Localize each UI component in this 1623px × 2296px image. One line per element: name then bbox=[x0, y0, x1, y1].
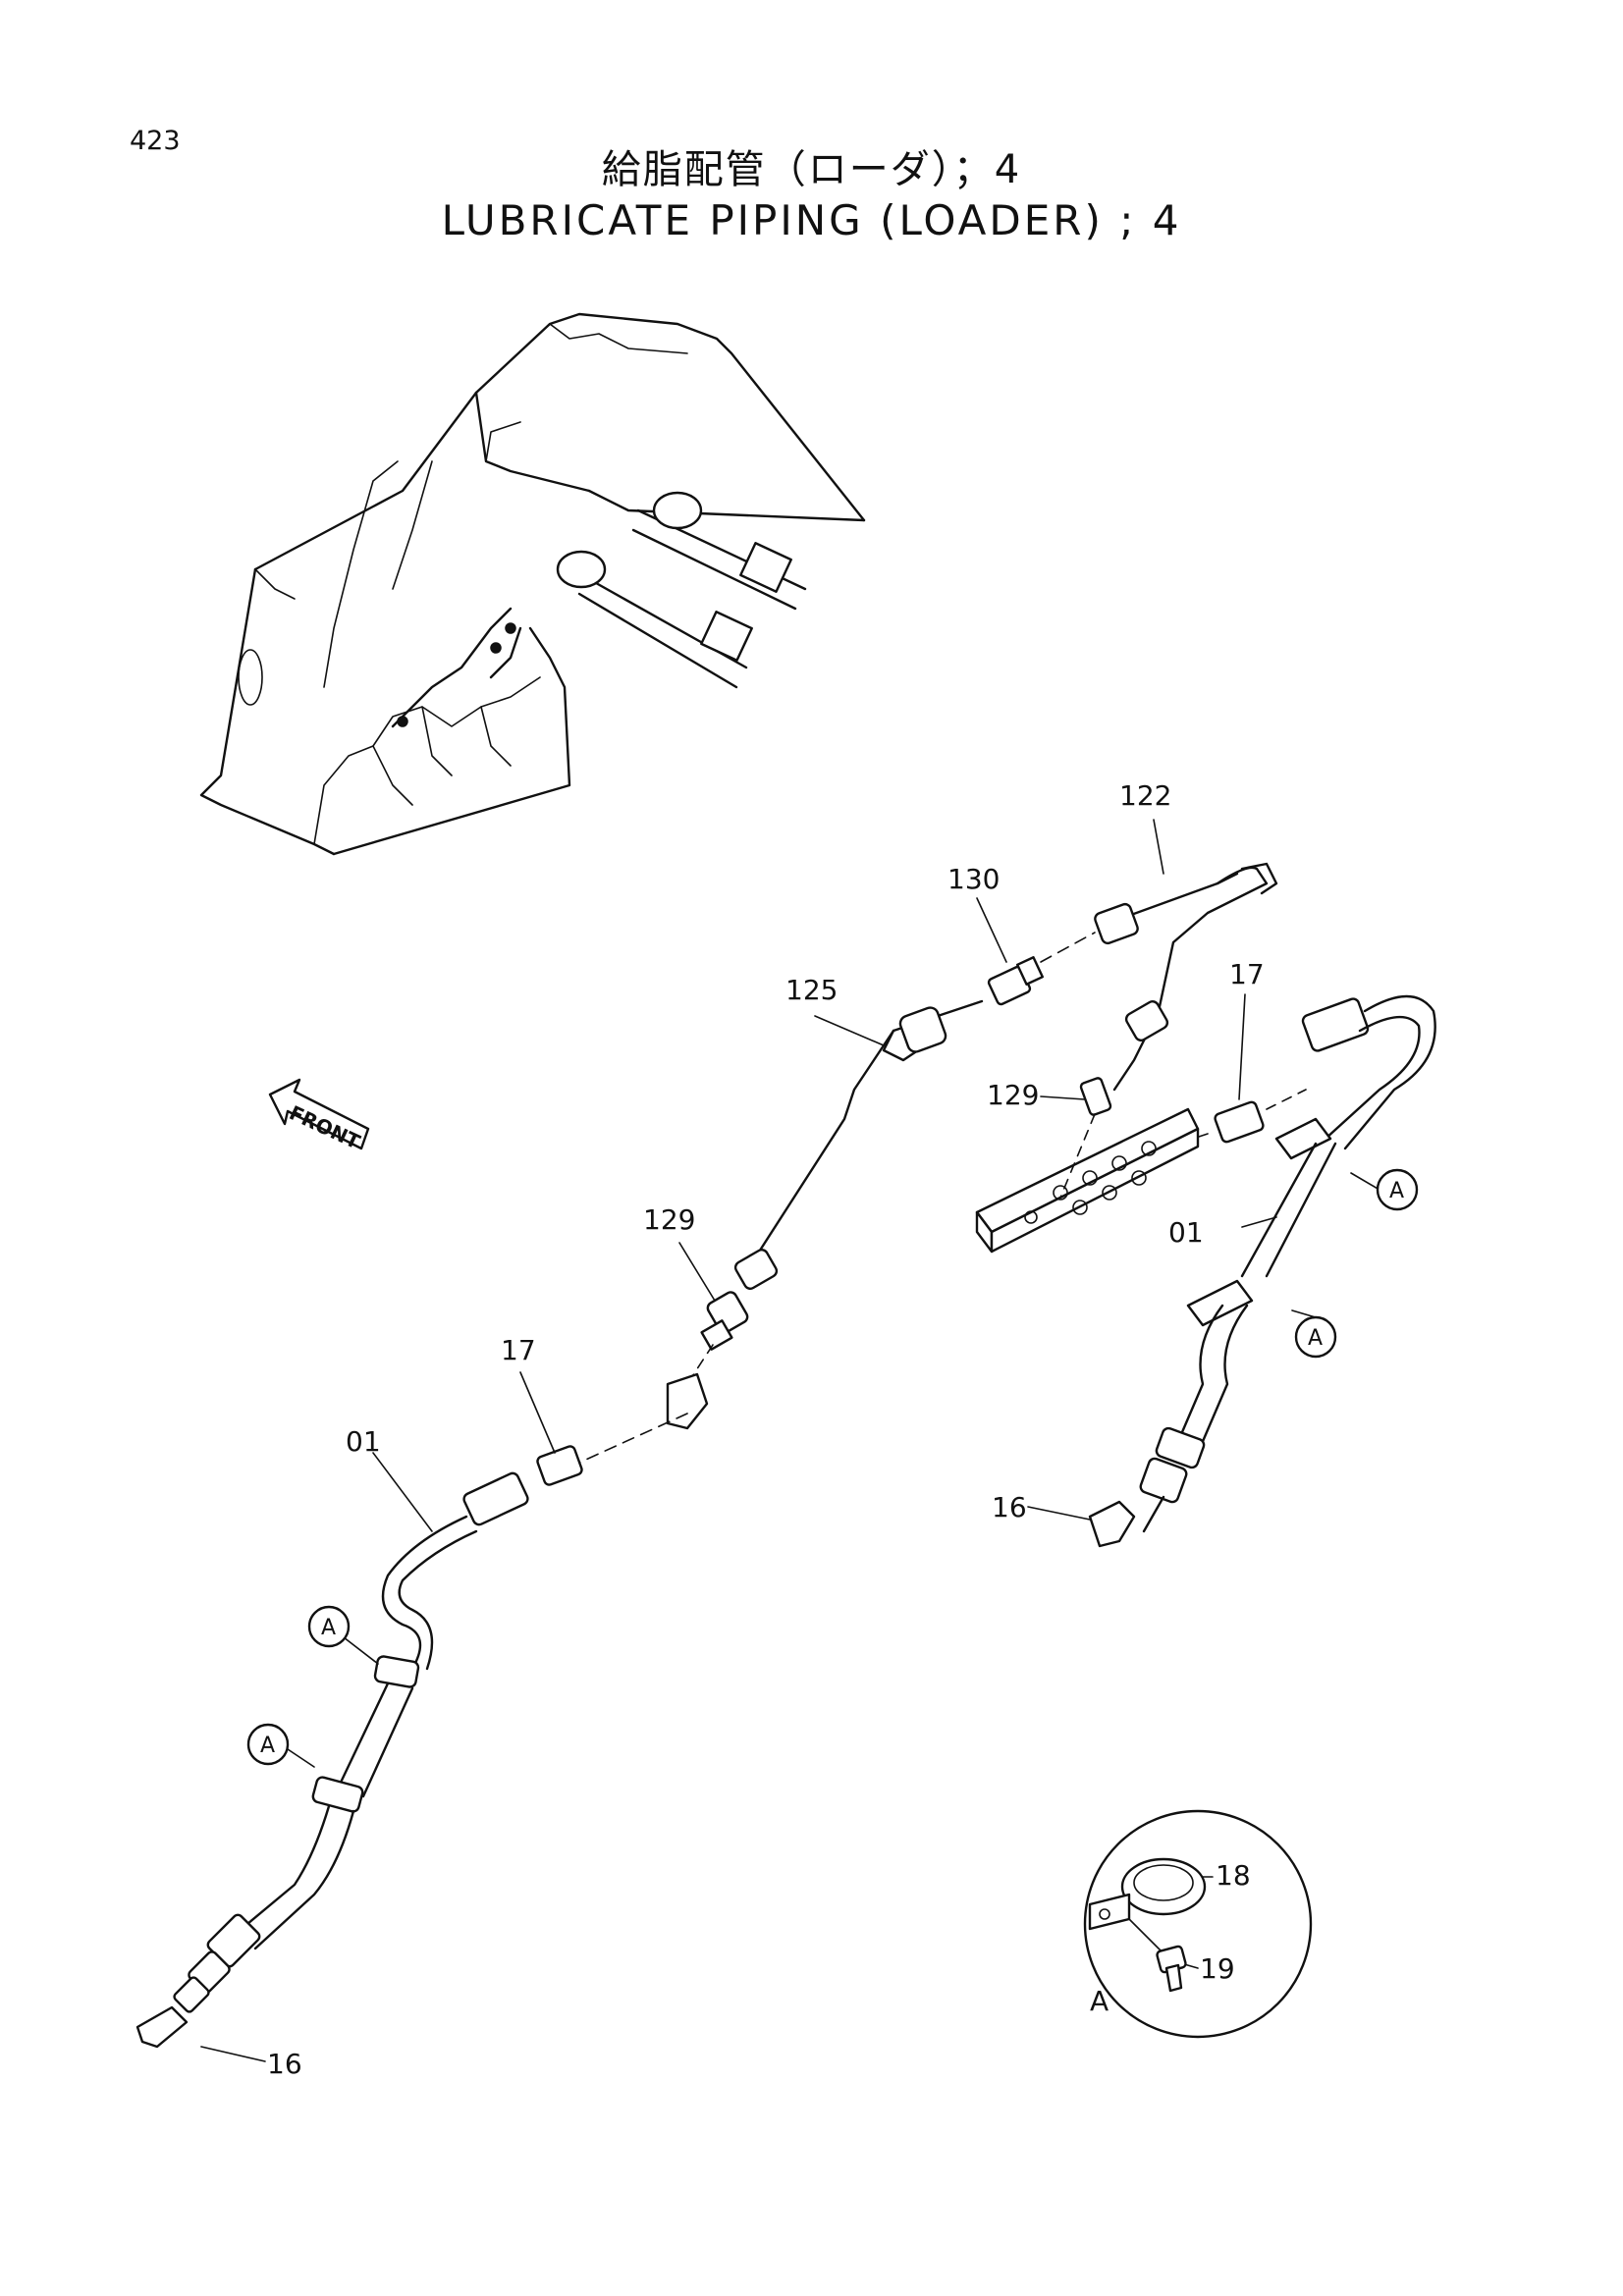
callout-16-left: 16 bbox=[267, 2048, 302, 2080]
title-english: LUBRICATE PIPING (LOADER) ; 4 bbox=[441, 196, 1182, 244]
callout-19: 19 bbox=[1200, 1952, 1235, 1985]
svg-text:A: A bbox=[321, 1616, 336, 1640]
callout-122: 122 bbox=[1119, 779, 1171, 812]
callout-129-right: 129 bbox=[987, 1079, 1039, 1111]
detail-marker-a-mid-right: A bbox=[1294, 1315, 1337, 1359]
callout-130: 130 bbox=[947, 863, 1000, 895]
callout-129-center: 129 bbox=[643, 1203, 695, 1236]
loader-bucket-illustration bbox=[199, 312, 866, 856]
detail-a-caption: A bbox=[1090, 1985, 1109, 2017]
callout-leaders bbox=[200, 819, 1385, 2062]
upper-pipe-assembly bbox=[135, 862, 1278, 2049]
callout-01-left: 01 bbox=[346, 1425, 381, 1458]
front-direction-arrow: FRONT bbox=[268, 1078, 370, 1153]
callout-17-left: 17 bbox=[501, 1334, 536, 1366]
svg-text:A: A bbox=[1308, 1326, 1323, 1351]
detail-marker-a-upper-right: A bbox=[1376, 1168, 1419, 1211]
callout-01-right: 01 bbox=[1168, 1216, 1204, 1249]
svg-text:A: A bbox=[1389, 1179, 1404, 1203]
svg-text:A: A bbox=[260, 1734, 275, 1758]
callout-17-right: 17 bbox=[1229, 958, 1265, 990]
callout-16-right: 16 bbox=[992, 1491, 1027, 1523]
callout-125: 125 bbox=[785, 974, 838, 1006]
right-pipe-assembly bbox=[975, 994, 1436, 1548]
title-japanese: 給脂配管（ローダ）；4 bbox=[601, 147, 1022, 192]
callout-18: 18 bbox=[1216, 1859, 1251, 1892]
detail-marker-a-lower-left: A bbox=[246, 1723, 290, 1766]
detail-a-clamp-view: 18 19 A bbox=[1083, 1809, 1313, 2039]
detail-marker-a-upper-left: A bbox=[307, 1605, 351, 1648]
page-number: 423 bbox=[130, 126, 181, 156]
